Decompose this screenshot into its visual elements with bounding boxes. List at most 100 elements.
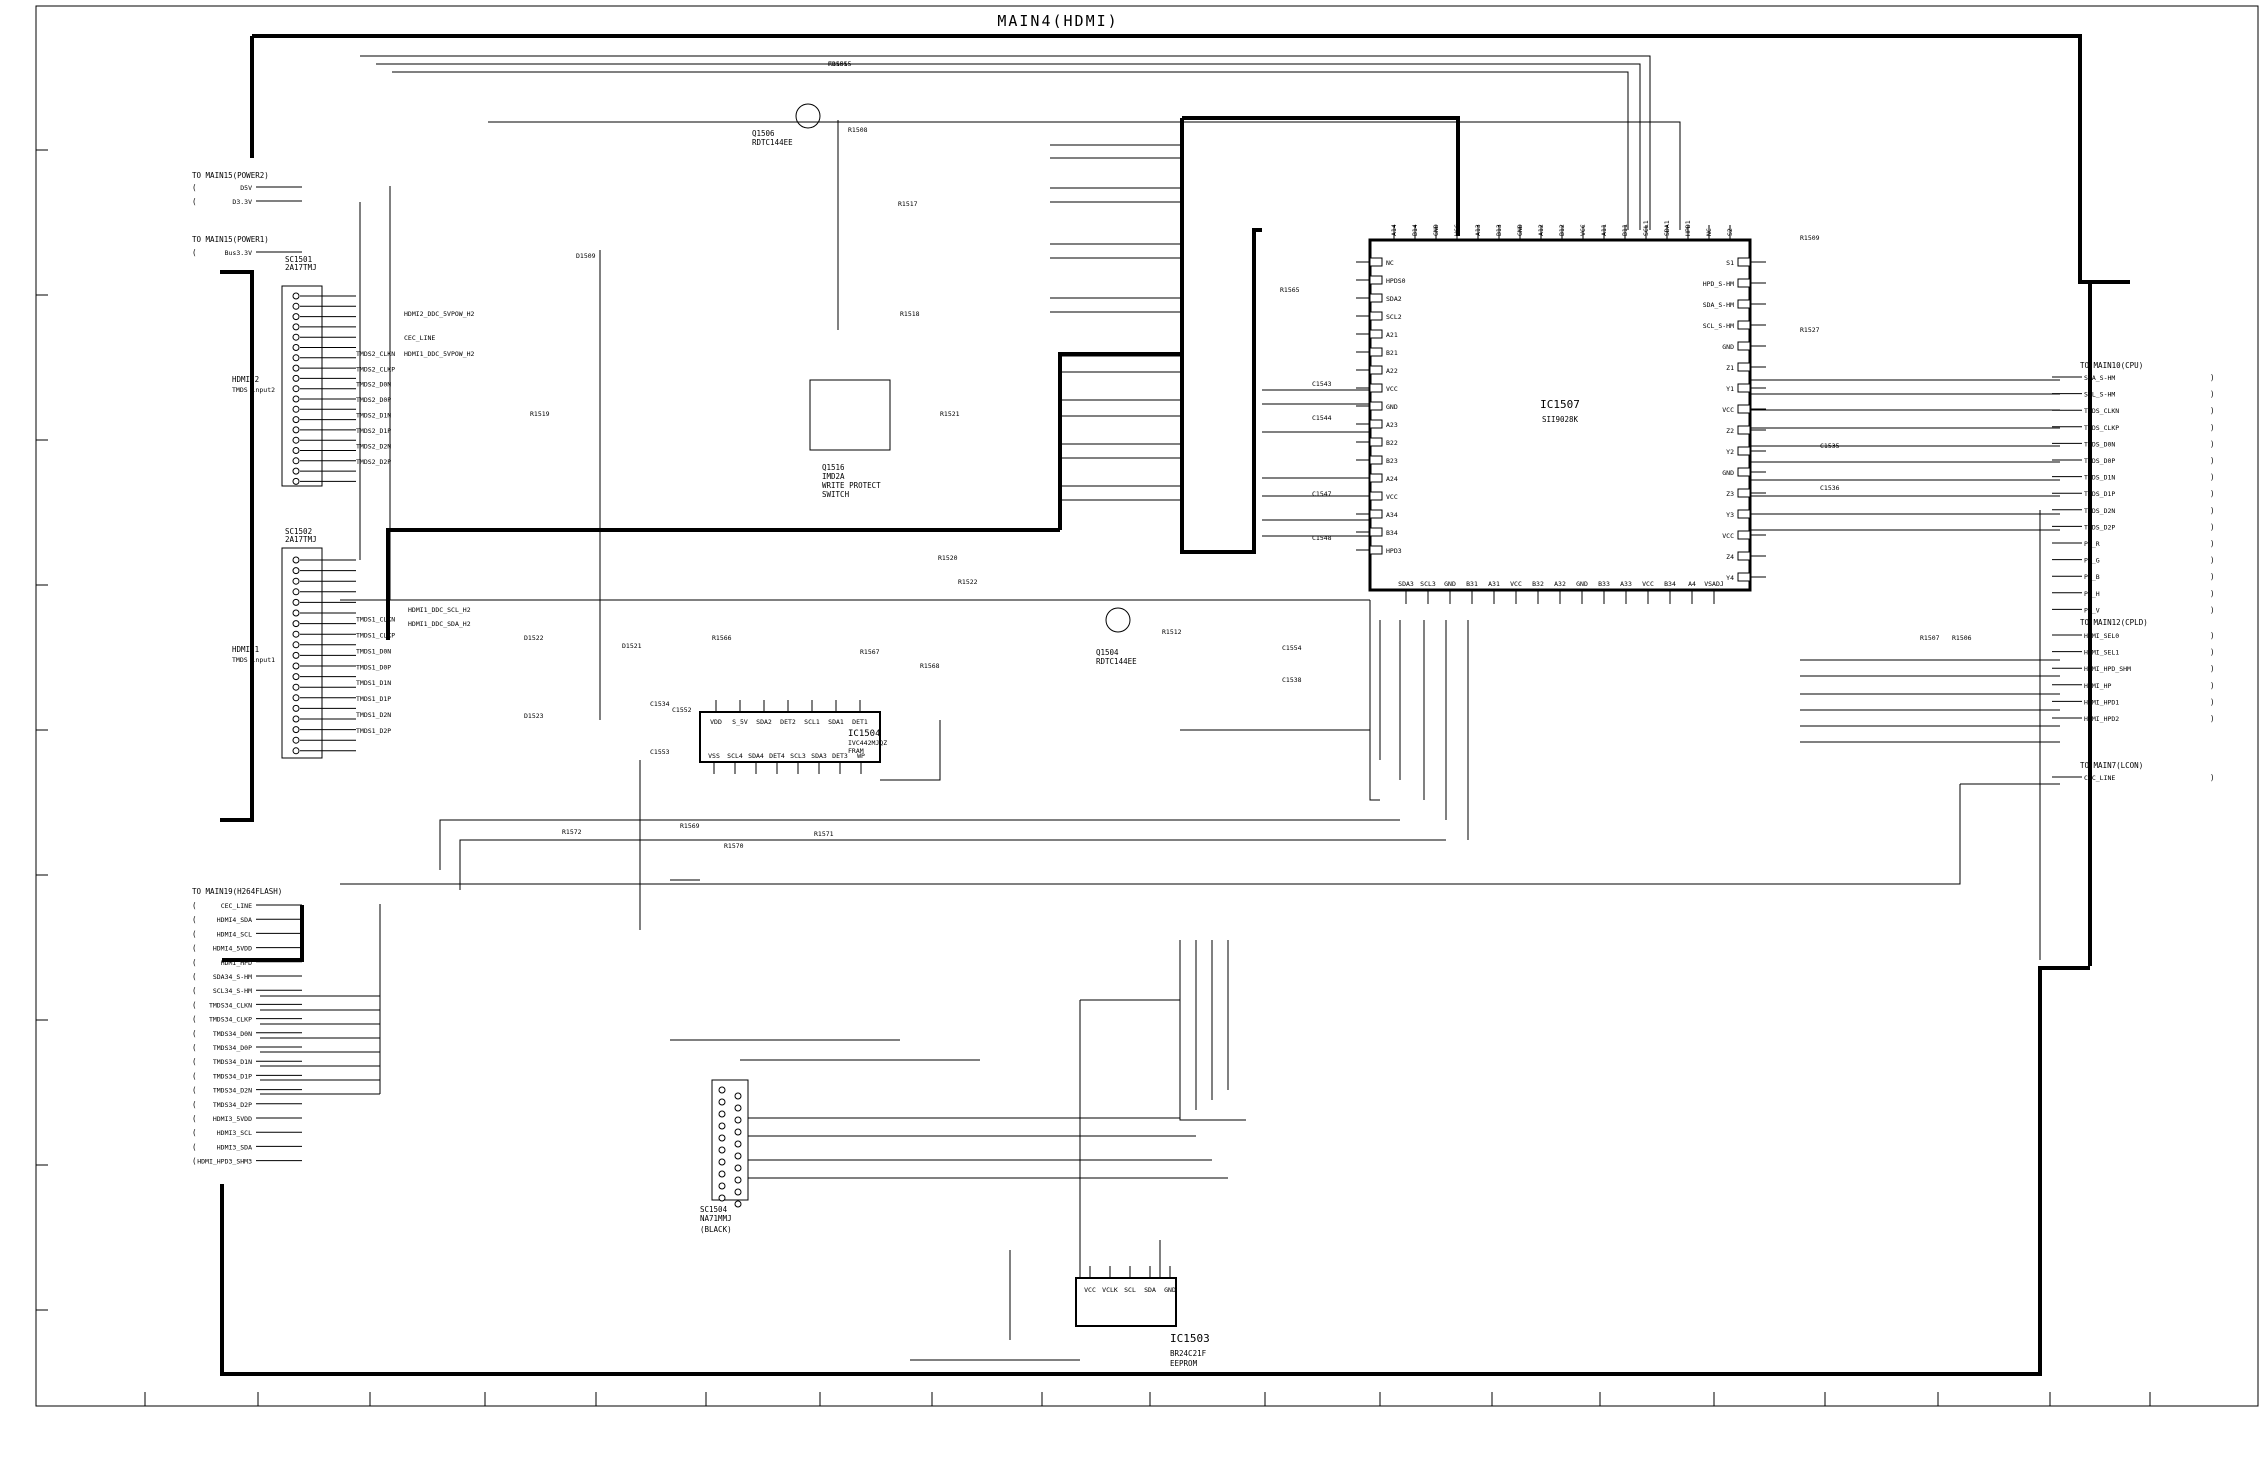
part-ref: D1509 (576, 252, 596, 260)
net-labels: HDMI2_DDC_5VPOW_H2HDMI1_DDC_5VPOW_H2CEC_… (404, 310, 475, 628)
net-label: HDMI_HPD (221, 959, 252, 967)
svg-text:TO MAIN12(CPLD): TO MAIN12(CPLD) (2080, 618, 2148, 627)
part-ref: C1535 (1820, 442, 1840, 450)
net-label: HDMI_HPD3_SHM3 (197, 1158, 252, 1166)
pin-label: VCC (1510, 580, 1522, 588)
paren: ( (192, 197, 197, 206)
part-ref: R1505 (828, 60, 848, 68)
pin-label: B21 (1386, 349, 1398, 357)
paren: ( (192, 1100, 197, 1109)
pin-label: HPDS0 (1386, 277, 1406, 285)
pin-label: VCC (1722, 532, 1734, 540)
net-label: CEC_LINE (2084, 774, 2115, 782)
svg-text:2A17TMJ: 2A17TMJ (285, 263, 317, 272)
pin-box (1369, 347, 1383, 357)
paren: ) (2210, 390, 2215, 399)
part-ref: D1523 (524, 712, 544, 720)
pin (718, 1098, 726, 1106)
pin-label: GND (1386, 403, 1398, 411)
net-label: Bus3.3V (225, 249, 252, 257)
pin (292, 673, 300, 681)
part-ref: C1553 (650, 748, 670, 756)
paren: ( (192, 958, 197, 967)
q1516-transistor: Q1516 IMD2A WRITE PROTECT SWITCH (809, 379, 891, 499)
pin (734, 1164, 742, 1172)
power2-connector: TO MAIN15(POWER2) (D5V(D3.3V (192, 171, 302, 206)
ic1507-part: SII9028K (1542, 415, 1579, 424)
sheet-title: MAIN4(HDMI) (997, 12, 1118, 30)
pin-label: B11 (1621, 224, 1629, 236)
paren: ( (192, 1128, 197, 1137)
paren: ( (192, 248, 197, 257)
pin-box (1369, 383, 1383, 393)
svg-text:2A17TMJ: 2A17TMJ (285, 535, 317, 544)
net-label: D5V (240, 184, 252, 192)
net-label: TMDS34_D0P (213, 1044, 252, 1052)
net-label: HDMI2_DDC_5VPOW_H2 (404, 310, 475, 318)
pin-label: A23 (1386, 421, 1398, 429)
pin (292, 416, 300, 424)
svg-text:SC1504: SC1504 (700, 1205, 728, 1214)
net-label: HDMI4_5VDD (213, 945, 252, 953)
part-ref: R1512 (1162, 628, 1182, 636)
pin (292, 313, 300, 321)
pin-label: A4 (1688, 580, 1696, 588)
pin-label: Z1 (1726, 364, 1734, 372)
part-ref: C1536 (1820, 484, 1840, 492)
part-ref: R1522 (958, 578, 978, 586)
net-label: TMDS_D0P (2084, 457, 2115, 465)
pin-label: B34 (1386, 529, 1398, 537)
part-ref: D1521 (622, 642, 642, 650)
ic1504-part: IVC442MJQZ (848, 739, 887, 747)
pin-box (1737, 488, 1751, 498)
pin-label: A22 (1386, 367, 1398, 375)
net-label: TMDS_D1P (2084, 490, 2115, 498)
paren: ) (2210, 506, 2215, 515)
pin-label: A24 (1386, 475, 1398, 483)
paren: ) (2210, 456, 2215, 465)
paren: ) (2210, 697, 2215, 706)
net-label: CEC_LINE (404, 334, 435, 342)
pin (718, 1134, 726, 1142)
pin-label: B22 (1386, 439, 1398, 447)
pin (718, 1182, 726, 1190)
pin-label: Y3 (1726, 511, 1734, 519)
paren: ) (2210, 605, 2215, 614)
ic1503-ref: IC1503 (1170, 1332, 1210, 1345)
pin (292, 662, 300, 670)
net-label: TMDS_D2P (2084, 523, 2115, 531)
pin-label: SCL3 (1420, 580, 1436, 588)
pin-box (1369, 311, 1383, 321)
pin-box (1737, 509, 1751, 519)
pin-box (1369, 437, 1383, 447)
pin (718, 1122, 726, 1130)
part-ref: R1566 (712, 634, 732, 642)
pin-label: DET1 (852, 718, 868, 726)
board-outline (220, 34, 2130, 1376)
net-label: HDMI1_DDC_SDA_H2 (408, 620, 471, 628)
pin-box (1737, 572, 1751, 582)
pin (292, 364, 300, 372)
net-label: TMDS1_CLKP (356, 632, 395, 640)
pin-label: B23 (1386, 457, 1398, 465)
net-label: PC_B (2084, 573, 2100, 581)
pin-label: SCL4 (727, 752, 743, 760)
pin-label: GND (1576, 580, 1588, 588)
net-label: PC_V (2084, 606, 2100, 614)
pin (292, 694, 300, 702)
net-label: TMDS34_D1N (213, 1058, 252, 1066)
net-label: TMDS1_D1N (356, 679, 391, 687)
pin-label: VCC (1722, 406, 1734, 414)
net-label: TMDS1_D2N (356, 711, 391, 719)
pin (734, 1152, 742, 1160)
pin-label: A13 (1474, 224, 1482, 236)
pin (718, 1146, 726, 1154)
paren: ) (2210, 572, 2215, 581)
part-ref: R1569 (680, 822, 700, 830)
pin (292, 556, 300, 564)
paren: ( (192, 901, 197, 910)
pin-label: DET4 (769, 752, 785, 760)
part-ref: C1534 (650, 700, 670, 708)
